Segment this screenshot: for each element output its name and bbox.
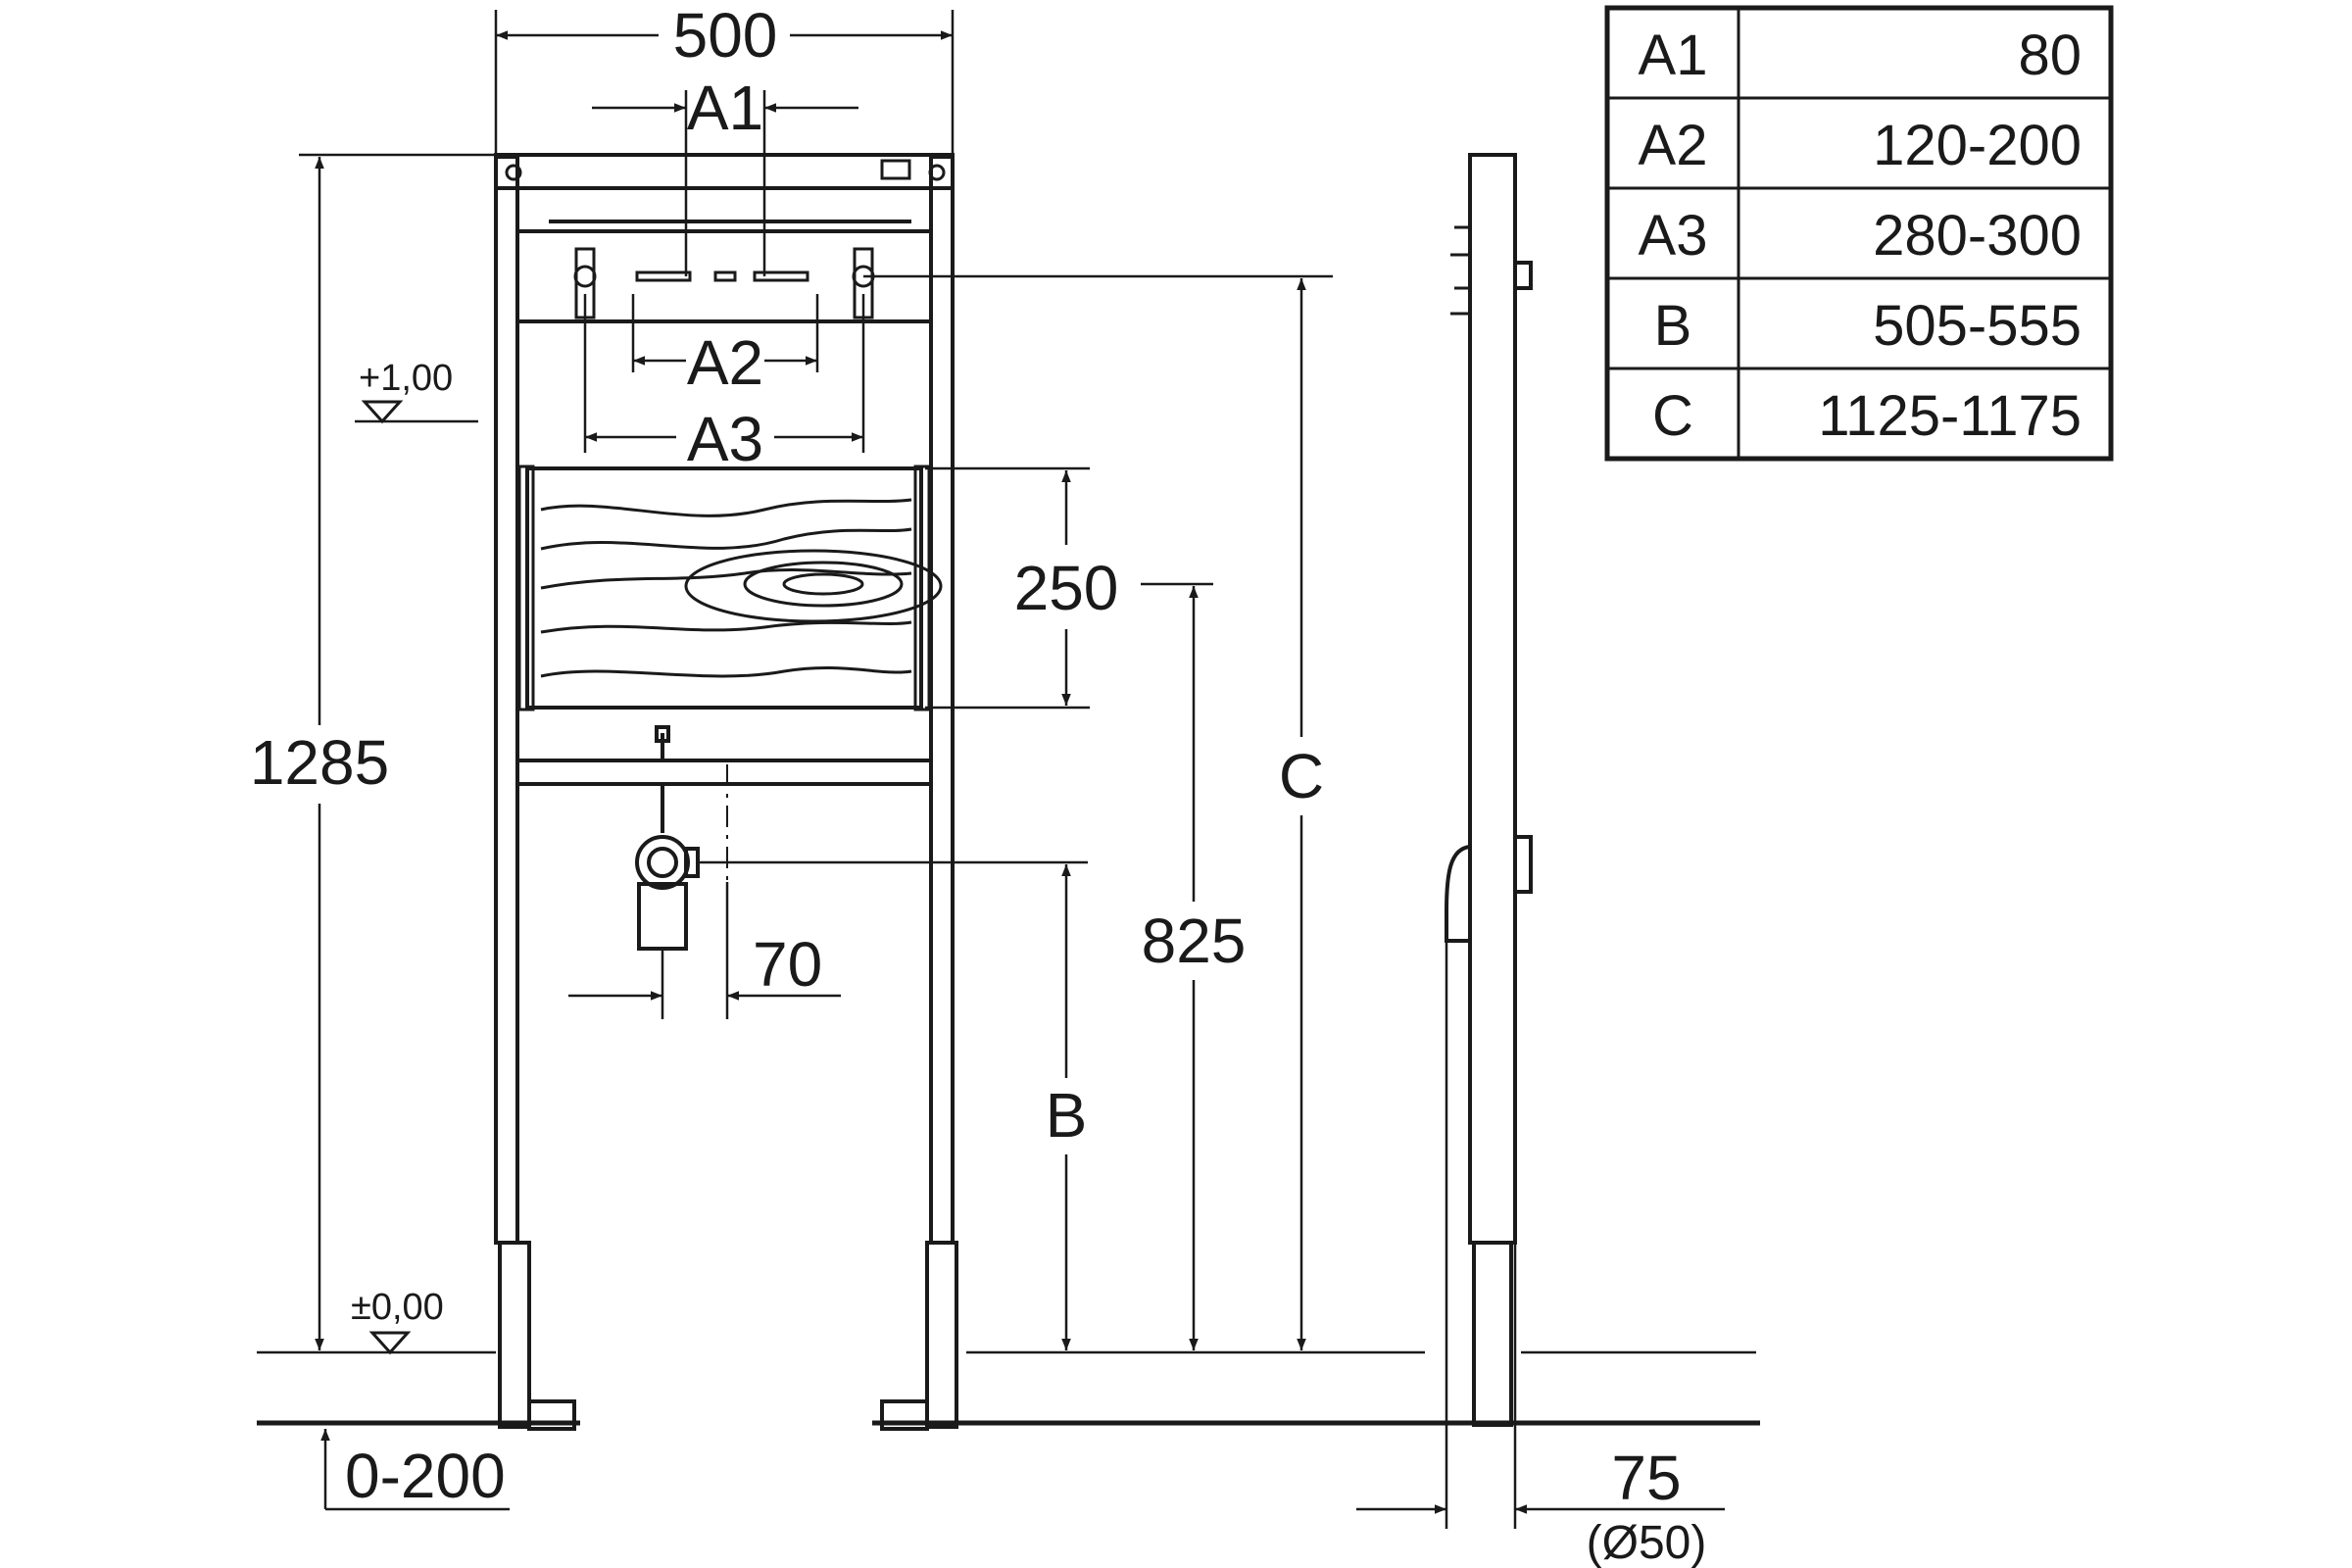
level-top-label: +1,00 [359,358,453,399]
table-key: A3 [1639,204,1708,268]
level-markers [361,400,412,1355]
dim-a2: A2 [687,327,763,398]
table-key: A1 [1639,24,1708,87]
dim-outlet-height: 825 [1142,906,1247,976]
table-row: A2 120-200 [1639,114,2082,177]
dim-drain-offset: 70 [753,929,822,1000]
dim-depth: 75 [1611,1443,1681,1513]
dim-lines [257,10,1760,1511]
table-row: A1 80 [1639,24,2082,87]
dim-width-total: 500 [673,0,778,71]
wood-board [517,465,943,711]
dimension-table: A1 80 A2 120-200 A3 280-300 B 505-555 C … [1604,5,2114,462]
dim-depth-pipe: (Ø50) [1587,1517,1707,1568]
side-view [1356,153,1725,1529]
table-value: 120-200 [1873,114,2082,177]
dim-a1: A1 [687,73,763,143]
table-key: A2 [1639,114,1708,177]
table-row: C 1125-1175 [1652,384,2082,448]
table-value: 280-300 [1873,204,2082,268]
table-value: 505-555 [1873,294,2082,358]
table-value: 1125-1175 [1818,384,2082,448]
table-key: C [1652,384,1693,448]
dim-a3: A3 [687,404,763,474]
front-frame [494,153,958,1431]
table-value: 80 [2018,24,2082,87]
dim-board-height: 250 [1014,553,1119,623]
table-row: A3 280-300 [1639,204,2082,268]
dim-floor-range: 0-200 [345,1441,506,1511]
dim-c: C [1279,741,1324,811]
table-row: B 505-555 [1654,294,2082,358]
frame-bolts [505,159,946,319]
dim-b: B [1046,1080,1088,1151]
dim-height-total: 1285 [250,727,389,798]
level-zero-label: ±0,00 [351,1287,444,1328]
table-key: B [1654,294,1692,358]
